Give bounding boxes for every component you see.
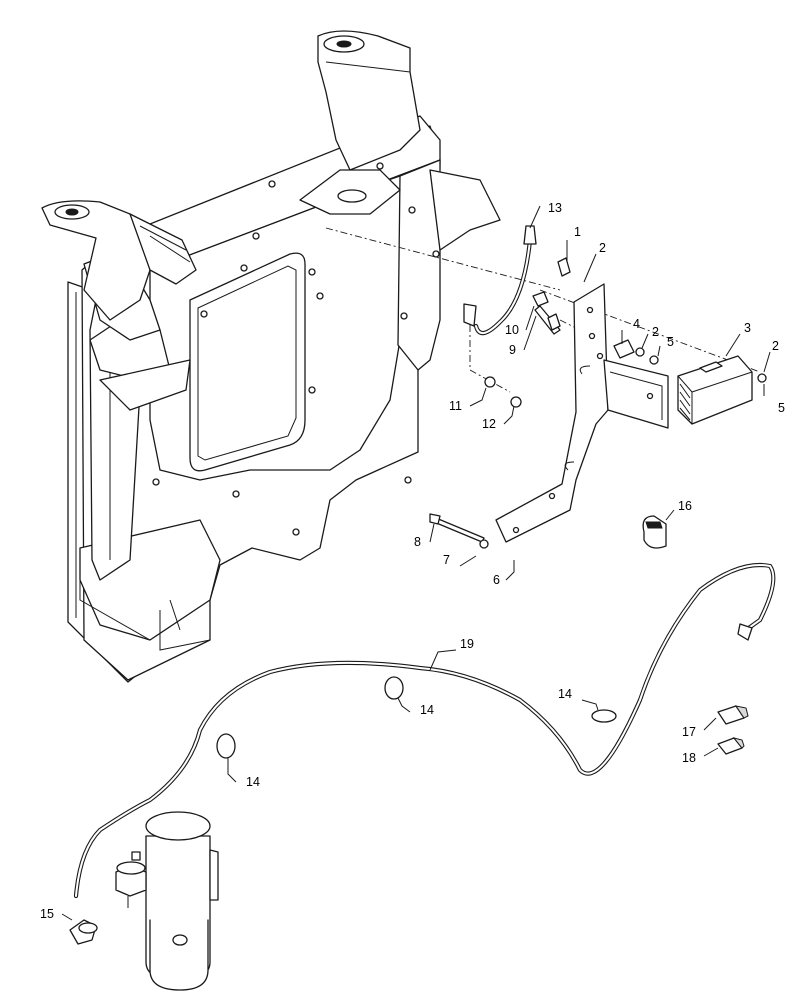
wiring-harness-19	[73, 563, 776, 899]
callout-6: 6	[493, 573, 500, 587]
callout-5-mid: 5	[667, 335, 674, 349]
machine-frame	[41, 30, 501, 683]
callout-2-right: 2	[772, 339, 779, 353]
callout-13: 13	[548, 201, 562, 215]
callout-16: 16	[678, 499, 692, 513]
callout-17: 17	[682, 725, 696, 739]
callout-18: 18	[682, 751, 696, 765]
cylinder-assembly	[69, 811, 219, 991]
cable-ties-14	[216, 676, 617, 759]
callout-15: 15	[40, 907, 54, 921]
callout-9: 9	[509, 343, 516, 357]
hardware-4-2-5	[613, 339, 767, 383]
electronic-module-3	[677, 355, 753, 425]
callout-5-right: 5	[778, 401, 785, 415]
callout-7: 7	[443, 553, 450, 567]
callout-8: 8	[414, 535, 421, 549]
callout-11: 11	[449, 399, 462, 413]
callout-leaders	[61, 205, 771, 921]
callout-14-left: 14	[246, 775, 260, 789]
callout-numbers: 1 2 2 2 3 4 5 5 6 7 8 9 10 11 12 13 14 1…	[40, 201, 785, 921]
mounting-bracket-6	[495, 283, 669, 543]
callout-3: 3	[744, 321, 751, 335]
callout-4: 4	[633, 317, 640, 331]
callout-2-mid: 2	[652, 325, 659, 339]
fuses-17-18	[717, 705, 749, 755]
callout-14-right: 14	[558, 687, 572, 701]
ground-cable-13	[463, 225, 537, 336]
clip-16	[642, 515, 667, 549]
callout-2-top: 2	[599, 241, 606, 255]
callout-19: 19	[460, 637, 474, 651]
fastener-parts	[484, 257, 571, 408]
callout-10: 10	[505, 323, 519, 337]
bolt-8	[429, 513, 489, 549]
callout-14-center: 14	[420, 703, 434, 717]
callout-1: 1	[574, 225, 581, 239]
callout-12: 12	[482, 417, 496, 431]
